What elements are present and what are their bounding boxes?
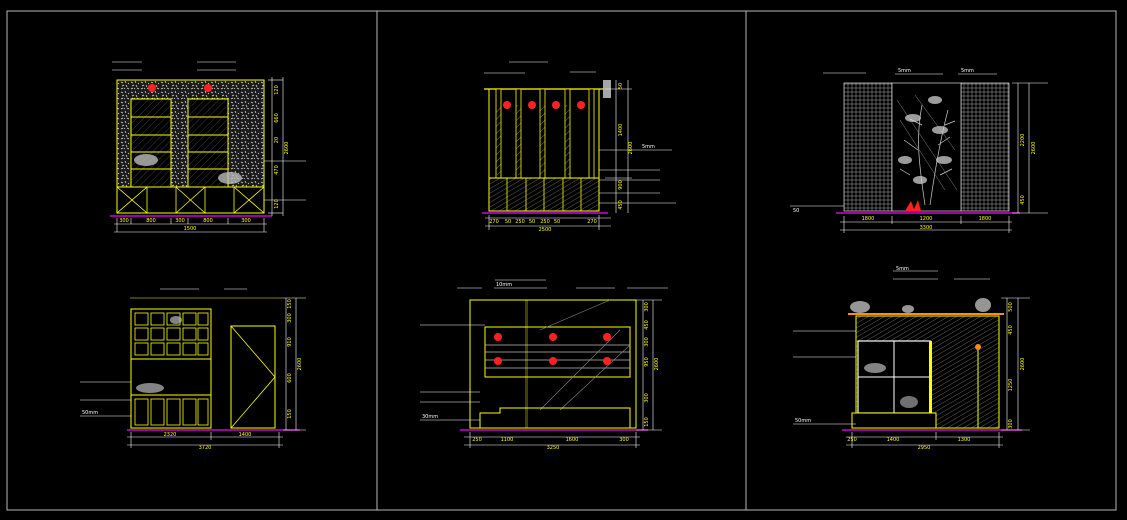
dim-right-3: 20 — [274, 137, 280, 143]
dim-right-1: 50 — [618, 83, 624, 89]
dim-right-5: 150 — [287, 409, 293, 419]
dim-right-4: 300 — [1008, 419, 1014, 429]
lamp-icon — [148, 84, 212, 92]
dim-total-bottom: 3300 — [920, 225, 933, 231]
dim-right-2: 450 — [644, 320, 650, 330]
note-label: 50 — [793, 208, 799, 214]
dim-right-4: 450 — [618, 200, 624, 210]
dim-total-right: 2600 — [297, 358, 303, 371]
dim-bottom-1: 1800 — [862, 216, 875, 222]
dim-right-1: 150 — [287, 299, 293, 309]
lamp-icon — [503, 101, 585, 109]
dim-bottom-2: 1400 — [887, 437, 900, 443]
dim-bottom-5: 300 — [241, 218, 251, 224]
dim-right-5: 300 — [644, 393, 650, 403]
annotation-label: 10mm — [496, 282, 512, 288]
dim-right-4: 470 — [274, 165, 280, 175]
annotation-label: 5mm — [896, 266, 909, 272]
annotation-right: 5mm — [961, 68, 974, 74]
plant-panel — [891, 82, 962, 212]
dim-right-3: 300 — [644, 337, 650, 347]
dim-total-bottom: 1500 — [184, 226, 197, 232]
dim-bottom-3: 250 — [515, 219, 525, 225]
dim-bottom-2: 1400 — [239, 432, 252, 438]
lamp-icon — [494, 333, 611, 365]
dim-right-1: 120 — [274, 85, 280, 95]
dim-right-3: 900 — [618, 180, 624, 190]
dim-bottom-3: 1300 — [958, 437, 971, 443]
elevation-3: 1800 1200 1800 3300 2200 450 2600 5mm 5m… — [790, 68, 1048, 233]
note-label: 50mm — [82, 410, 98, 416]
dim-right-2: 450 — [1020, 195, 1026, 205]
sheet-frame — [6, 10, 1117, 511]
dim-bottom-3: 300 — [175, 218, 185, 224]
dim-bottom-3: 1800 — [979, 216, 992, 222]
dim-total-bottom: 3720 — [199, 445, 212, 451]
shelf-unit — [130, 308, 212, 360]
annotation-left: 5mm — [898, 68, 911, 74]
dim-total-right: 2600 — [1031, 142, 1037, 155]
elevation-2: 270 50 250 50 250 50 270 2500 50 1400 90… — [482, 61, 676, 233]
bench — [479, 407, 631, 428]
note-label: 50mm — [795, 418, 811, 424]
dim-right-2: 660 — [274, 113, 280, 123]
cabinet-base — [130, 394, 212, 429]
dim-bottom-5: 250 — [540, 219, 550, 225]
elevation-4: 2320 1400 3720 150 300 910 600 150 2600 … — [80, 288, 306, 451]
plant-base — [905, 200, 921, 211]
dim-bottom-1: 250 — [472, 437, 482, 443]
dim-right-3: 910 — [287, 337, 293, 347]
dim-right-4: 600 — [287, 373, 293, 383]
dim-bottom-7: 270 — [587, 219, 597, 225]
dim-total-right: 2600 — [628, 142, 634, 155]
dim-total-bottom: 3250 — [547, 445, 560, 451]
dim-bottom-2: 1200 — [920, 216, 933, 222]
screen-left — [843, 82, 893, 212]
dim-total-bottom: 2950 — [918, 445, 931, 451]
dim-bottom-2: 50 — [505, 219, 511, 225]
dim-total-right: 2600 — [1020, 358, 1026, 371]
dim-bottom-1: 270 — [489, 219, 499, 225]
dim-bottom-4: 50 — [529, 219, 535, 225]
dim-bottom-4: 300 — [619, 437, 629, 443]
dim-right-1: 2200 — [1020, 134, 1026, 147]
note-label: 30mm — [422, 414, 438, 420]
dim-bottom-2: 1100 — [501, 437, 514, 443]
elevation-5: 250 1100 1600 300 3250 300 450 300 950 3… — [420, 279, 668, 451]
dim-right-2: 1400 — [618, 124, 624, 137]
dim-right-4: 950 — [644, 357, 650, 367]
dim-bottom-6: 50 — [554, 219, 560, 225]
dim-bottom-1: 250 — [847, 437, 857, 443]
dim-right-6: 150 — [644, 417, 650, 427]
dim-bottom-3: 1600 — [566, 437, 579, 443]
dim-bottom-4: 800 — [203, 218, 213, 224]
annotation-label: 5mm — [642, 144, 655, 150]
dim-right-3: 1250 — [1008, 379, 1014, 392]
dim-bottom-2: 800 — [146, 218, 156, 224]
dim-total-bottom: 2500 — [539, 227, 552, 233]
dim-right-2: 450 — [1008, 325, 1014, 335]
elevation-1: 300 800 300 800 300 1500 120 660 20 470 … — [110, 61, 306, 233]
dim-right-2: 300 — [287, 313, 293, 323]
dim-total-right: 2600 — [654, 358, 660, 371]
lamp-icon — [975, 344, 981, 350]
dim-bottom-1: 300 — [119, 218, 129, 224]
screen-right — [960, 82, 1010, 212]
dim-total-right: 2600 — [284, 142, 290, 155]
dim-right-5: 120 — [274, 199, 280, 209]
elevation-6: 250 1400 1300 2950 500 450 1250 300 2600… — [793, 266, 1030, 451]
dim-right-1: 500 — [1008, 302, 1014, 312]
dim-right-1: 300 — [644, 302, 650, 312]
door — [230, 325, 276, 429]
dim-bottom-1: 2320 — [164, 432, 177, 438]
